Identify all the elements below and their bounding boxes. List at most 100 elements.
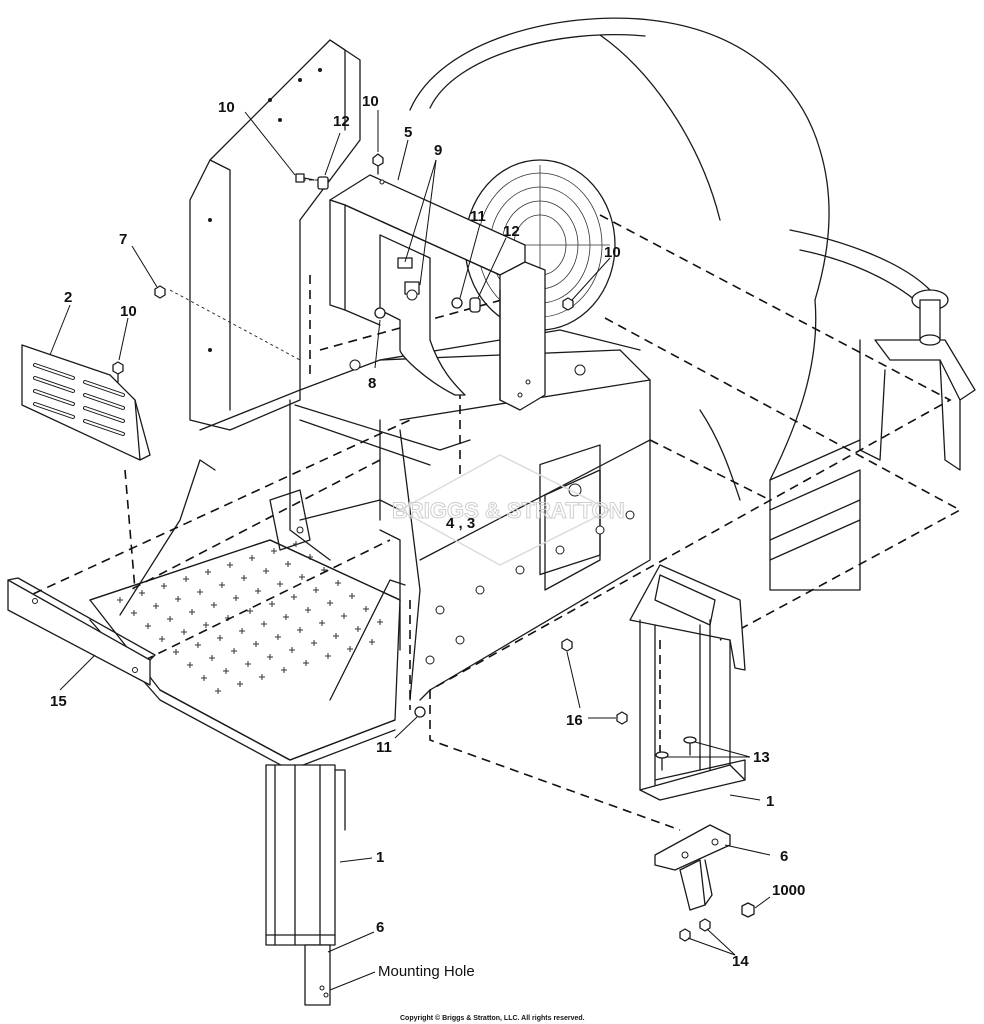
callout-1: 1 [376,849,384,866]
perforation [333,633,339,639]
bolt-16a [561,638,573,652]
perforation [183,576,189,582]
perforation [237,681,243,687]
perforation [247,608,253,614]
bolt-1000 [741,902,755,918]
perforation [349,593,355,599]
callout-10: 10 [120,303,137,320]
grille-slot-inner [84,394,124,409]
perforation [261,621,267,627]
perforation [275,634,281,640]
callout-10: 10 [604,244,621,261]
perforation [161,583,167,589]
perforation [145,623,151,629]
callout-9: 9 [434,142,442,159]
fasteners [112,153,755,942]
perforation [311,640,317,646]
nut-14b [699,918,711,932]
perforation [219,582,225,588]
grille-slot-inner [84,381,124,396]
clip-12b [469,297,481,313]
perforation [117,597,123,603]
callout-4-3: 4 , 3 [446,515,475,532]
perforation [307,554,313,560]
perforation [197,589,203,595]
callout-15: 15 [50,693,67,710]
grille-slot-inner [34,364,74,379]
perforation [201,675,207,681]
perforation [181,629,187,635]
callout-1: 1 [766,793,774,810]
leader-lines [49,110,771,991]
bolt-7 [154,285,166,299]
perforation [283,614,289,620]
perforation [377,619,383,625]
grille-slot-inner [34,403,74,418]
perforation [253,641,259,647]
part-15-front-plate [7,577,156,686]
perforation [325,653,331,659]
perforation [223,668,229,674]
perforation [291,594,297,600]
callout-13: 13 [753,749,770,766]
bolt-10a [295,173,315,183]
perforation [341,613,347,619]
part-1-leg-right [629,564,746,801]
perforation [153,603,159,609]
perforation [271,548,277,554]
copyright-text: Copyright © Briggs & Stratton, LLC. All … [400,1014,585,1022]
mounting-hole-label: Mounting Hole [378,963,475,980]
perforation [195,642,201,648]
perforation [209,655,215,661]
perforation [299,574,305,580]
perforation [131,610,137,616]
nut-8 [374,307,386,319]
bolt-16b [616,711,628,725]
perforation [313,587,319,593]
perforation [255,588,261,594]
grille-slot-inner [84,420,124,435]
perforation [217,635,223,641]
frame-rear-panel [189,39,361,431]
perforation [263,568,269,574]
perforation [233,595,239,601]
perforation [187,662,193,668]
chassis-body [199,329,651,701]
callout-5: 5 [404,124,412,141]
perforation [249,555,255,561]
perforation [269,601,275,607]
perforation [167,616,173,622]
callout-12: 12 [333,113,350,130]
part-1-leg-left [265,764,346,946]
bolt-10d [112,361,124,383]
bolt-10b [372,153,384,175]
bolt-13a [655,751,669,771]
nut-11a [451,297,463,309]
perforation [239,628,245,634]
callout-14: 14 [732,953,749,970]
grille-slot-inner [34,377,74,392]
grille-slot-inner [34,390,74,405]
callout-12: 12 [503,223,520,240]
perforation [215,688,221,694]
perforation [231,648,237,654]
perforation [355,626,361,632]
callout-2: 2 [64,289,72,306]
grille-slot-inner [84,407,124,422]
perforation [245,661,251,667]
nut-11b [414,706,426,718]
callout-6: 6 [376,919,384,936]
perforation [327,600,333,606]
watermark-text: BRIGGS & STRATTON [392,498,625,523]
perforation [303,660,309,666]
callout-10: 10 [218,99,235,116]
part-2-grille [21,344,151,461]
perforation [369,639,375,645]
perforation [293,541,299,547]
perforation [277,581,283,587]
perforation [175,596,181,602]
part-6-mount-right [654,824,731,911]
callout-8: 8 [368,375,376,392]
